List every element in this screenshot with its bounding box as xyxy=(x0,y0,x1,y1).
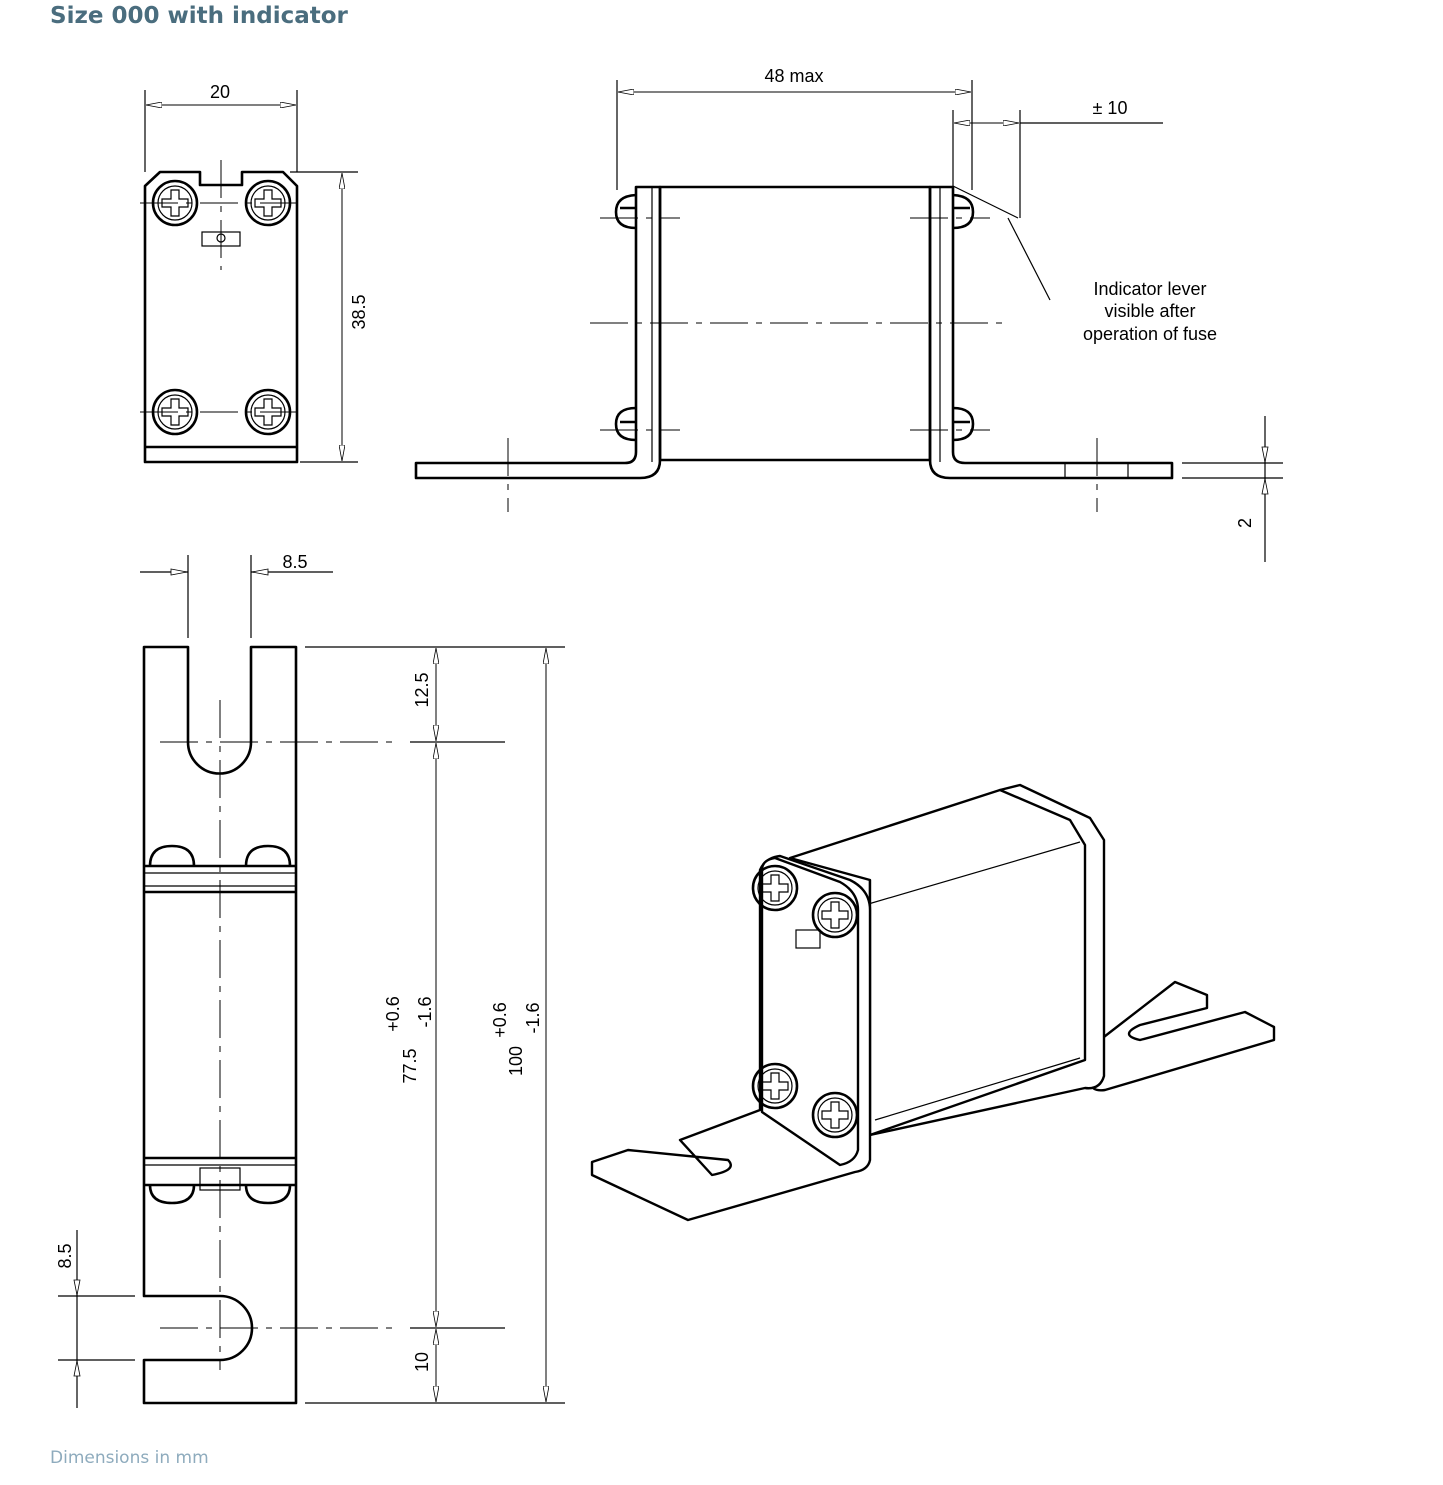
isometric-view xyxy=(590,783,1276,1222)
side-view: 48 max ± 10 Indicator lever visible afte… xyxy=(414,66,1283,562)
slot-depth-bottom-dim: 10 xyxy=(412,1352,432,1372)
slot-width-bottom-dim: 8.5 xyxy=(55,1243,75,1268)
indicator-icon xyxy=(795,929,821,949)
center-distance-tol-plus: +0.6 xyxy=(383,996,403,1032)
units-note: Dimensions in mm xyxy=(50,1448,209,1468)
front-view: 20 38.5 xyxy=(140,82,369,464)
slot-depth-top-dim: 12.5 xyxy=(412,672,432,707)
top-view: 8.5 12.5 77.5 +0.6 -1.6 100 +0.6 -1.6 10… xyxy=(55,552,565,1408)
page-title: Size 000 with indicator xyxy=(50,3,348,29)
indicator-note-line: Indicator lever xyxy=(1093,279,1206,299)
width-dim: 20 xyxy=(210,82,230,102)
indicator-note-line: operation of fuse xyxy=(1083,324,1217,344)
center-distance-tol-minus: -1.6 xyxy=(415,996,435,1027)
overall-length-tol-minus: -1.6 xyxy=(523,1002,543,1033)
length-dim: 48 max xyxy=(764,66,823,86)
height-dim: 38.5 xyxy=(349,294,369,329)
overall-length-dim: 100 xyxy=(506,1046,526,1076)
thickness-dim: 2 xyxy=(1235,518,1255,528)
indicator-note-line: visible after xyxy=(1104,301,1195,321)
slot-width-dim: 8.5 xyxy=(282,552,307,572)
tolerance-dim: ± 10 xyxy=(1093,98,1128,118)
center-distance-dim: 77.5 xyxy=(400,1048,420,1083)
overall-length-tol-plus: +0.6 xyxy=(490,1002,510,1038)
